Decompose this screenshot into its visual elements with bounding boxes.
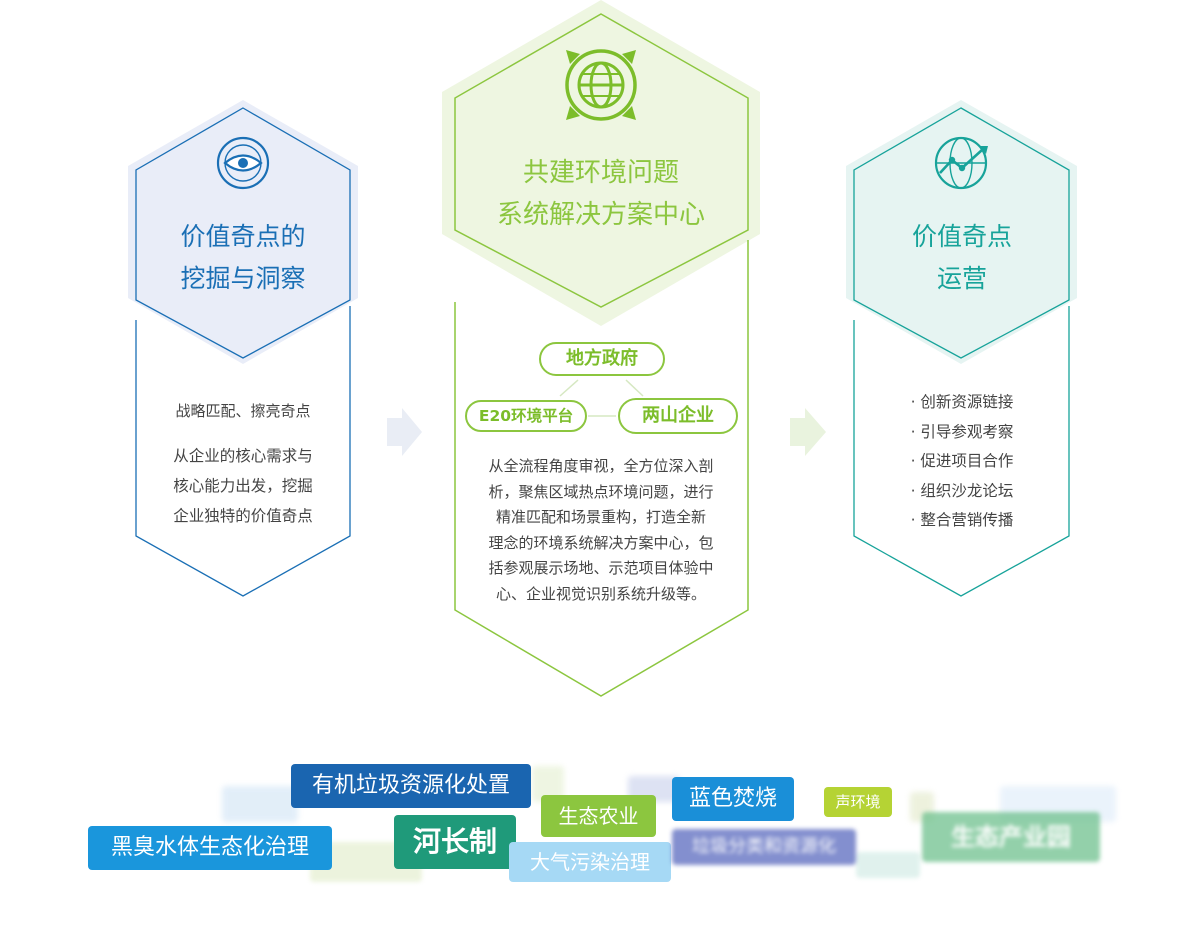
right-title-line1: 价值奇点 (911, 222, 1012, 251)
right-card-title: 价值奇点 运营 (846, 216, 1078, 300)
center-hexagon-bg (442, 0, 760, 326)
tag-eco-industrial-park: 生态产业园 (922, 812, 1100, 862)
left-card-description: 从企业的核心需求与 核心能力出发，挖掘 企业独特的价值奇点 (150, 441, 336, 531)
left-card-subtitle: 战略匹配、擦亮奇点 (175, 402, 311, 420)
left-desc-line: 企业独特的价值奇点 (173, 507, 313, 525)
chart-globe-icon (934, 136, 988, 190)
list-item: · 整合营销传播 (910, 511, 1014, 530)
tag-black-odorous-water: 黑臭水体生态化治理 (88, 826, 332, 870)
right-card-list: · 创新资源链接 · 引导参观考察 · 促进项目合作 · 组织沙龙论坛 · 整合… (862, 388, 1062, 536)
arrow-center-to-right (790, 408, 826, 456)
list-item: · 组织沙龙论坛 (910, 481, 1014, 500)
center-desc-line: 精准匹配和场景重构，打造全新 (495, 508, 706, 526)
center-title-line2: 系统解决方案中心 (496, 200, 705, 230)
center-title-line1: 共建环境问题 (522, 158, 679, 188)
left-hexagon-outline (135, 107, 351, 359)
tag-eco-agriculture: 生态农业 (541, 795, 656, 837)
center-card-title: 共建环境问题 系统解决方案中心 (452, 152, 750, 236)
left-card-frame (135, 306, 351, 597)
node-liangshan-enterprise: 两山企业 (618, 398, 738, 434)
left-title-line1: 价值奇点的 (180, 222, 306, 251)
tag-waste-sorting: 垃圾分类和资源化 (672, 829, 856, 865)
tag-blue-incineration: 蓝色焚烧 (672, 777, 794, 821)
right-hexagon-outline (853, 107, 1070, 359)
tag-air-pollution: 大气污染治理 (509, 842, 671, 882)
arrow-left-to-center (387, 408, 422, 456)
list-item: · 引导参观考察 (910, 422, 1014, 441)
node-local-government: 地方政府 (539, 342, 665, 376)
connector-top-left (559, 379, 579, 397)
left-desc-line: 从企业的核心需求与 (173, 447, 313, 465)
node-e20-platform: E20环境平台 (465, 400, 587, 432)
left-desc-line: 核心能力出发，挖掘 (173, 477, 313, 495)
center-card-description: 从全流程角度审视，全方位深入剖 析，聚焦区域热点环境问题，进行 精准匹配和场景重… (470, 454, 732, 607)
center-desc-line: 心、企业视觉识别系统升级等。 (495, 584, 706, 603)
left-card-title: 价值奇点的 挖掘与洞察 (128, 216, 358, 300)
center-desc-line: 析，聚焦区域热点环境问题，进行 (488, 482, 714, 501)
right-card-frame (853, 306, 1070, 597)
tag-river-chief: 河长制 (394, 815, 516, 869)
eye-globe-icon (216, 136, 270, 190)
left-hexagon-bg (128, 100, 358, 364)
center-desc-line: 从全流程角度审视，全方位深入剖 (488, 457, 714, 475)
center-hexagon-outline (454, 13, 749, 308)
center-card-frame (454, 240, 749, 697)
right-title-line2: 运营 (936, 264, 987, 293)
list-item: · 促进项目合作 (910, 452, 1014, 471)
globe-arrows-icon (565, 49, 637, 121)
left-title-line2: 挖掘与洞察 (180, 264, 306, 293)
tag-organic-waste: 有机垃圾资源化处置 (291, 764, 531, 808)
right-hexagon-bg (846, 100, 1077, 364)
list-item: · 创新资源链接 (910, 393, 1014, 411)
tag-acoustic-environment: 声环境 (824, 787, 892, 817)
center-desc-line: 括参观展示场地、示范项目体验中 (488, 559, 714, 577)
center-desc-line: 理念的环境系统解决方案中心，包 (488, 533, 714, 552)
connector-top-right (625, 379, 644, 397)
